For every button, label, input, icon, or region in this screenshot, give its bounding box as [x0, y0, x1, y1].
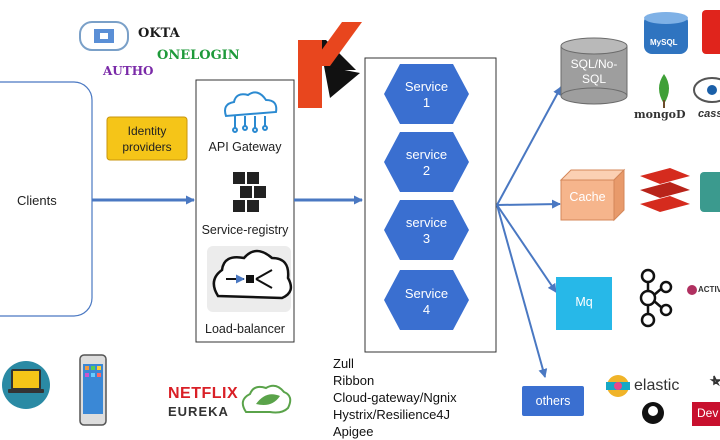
arrow-to-others: [496, 204, 548, 378]
load-balancer-icon: [207, 246, 293, 312]
mq-label: Mq: [575, 295, 593, 309]
database-label: SQL/No- SQL: [570, 57, 618, 86]
mq-box: [556, 277, 612, 330]
arrow-to-cache: [496, 199, 561, 209]
autho-logo-text: AUTHO: [103, 64, 154, 78]
onelogin-logo-text: ONELOGIN: [157, 48, 240, 63]
laptop-icon: [2, 361, 50, 409]
gateway-logo-icon: [298, 22, 362, 108]
load-balancer-label: Load-balancer: [205, 322, 285, 336]
others-box: [522, 386, 584, 416]
kafka-logo-icon: [639, 268, 673, 328]
tool-item-zull: Zull: [333, 356, 354, 371]
spring-star-icon: [709, 375, 720, 387]
elastic-logo-icon: [606, 375, 630, 397]
netflix-logo-text: NETFLIX: [168, 385, 239, 402]
service-registry-cubes-icon: [233, 172, 266, 212]
identity-providers-box: [106, 116, 188, 161]
database-cylinder: [560, 37, 628, 105]
mysql-logo-text: MySQL: [650, 38, 678, 47]
eureka-logo-text: EUREKA: [168, 404, 229, 419]
mongodb-leaf-icon: [659, 74, 669, 108]
api-gateway-label: API Gateway: [208, 140, 282, 154]
others-label: others: [535, 394, 571, 408]
cassandra-eye-icon: [693, 77, 720, 103]
cache-cube: [559, 168, 626, 222]
cassandra-logo-text: cass: [698, 108, 720, 120]
tool-item-cloud-gateway: Cloud-gateway/Ngnix: [333, 390, 457, 405]
phone-icon: [79, 354, 107, 426]
api-gateway-cloud-icon: [224, 91, 278, 133]
arrow-to-mq: [496, 204, 557, 293]
redis-logo-icon: [640, 168, 690, 212]
cache-label: Cache: [569, 190, 606, 204]
service-registry-label: Service-registry: [201, 223, 289, 237]
mongodb-logo-text: mongoD: [634, 108, 686, 121]
tool-item-hystrix: Hystrix/Resilience4J: [333, 407, 451, 422]
activemq-logo-text: ACTIV: [698, 285, 720, 294]
service-2-hexagon: [384, 132, 469, 192]
mysql-logo-icon: [644, 12, 688, 54]
tool-item-ribbon: Ribbon: [333, 373, 375, 388]
eureka-leaf-icon: [241, 384, 292, 414]
arrow-to-db: [496, 86, 562, 206]
service-3-hexagon: [384, 200, 469, 260]
service-4-hexagon: [384, 270, 469, 330]
clients-label: Clients: [17, 193, 57, 208]
tool-item-apigee: Apigee: [333, 424, 374, 439]
service-1-hexagon: [384, 64, 469, 124]
elastic-logo-text: elastic: [634, 377, 680, 394]
okta-logo-icon: [79, 21, 129, 51]
devops-badge: [692, 402, 720, 426]
devops-logo-text: Dev: [697, 406, 719, 420]
memcached-logo-icon: [700, 172, 720, 212]
identity-providers-label: Identity providers: [122, 124, 172, 154]
oracle-logo-icon: [702, 10, 720, 54]
activemq-logo-icon: [687, 285, 697, 295]
github-logo-icon: [642, 402, 664, 424]
okta-logo-text: OKTA: [138, 26, 180, 41]
